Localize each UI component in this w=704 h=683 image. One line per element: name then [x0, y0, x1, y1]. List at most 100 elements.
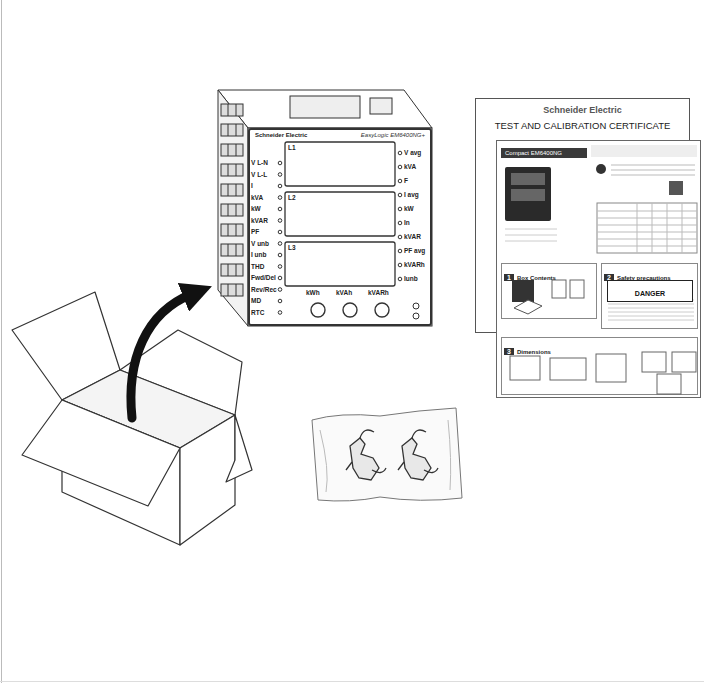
table-col [682, 203, 683, 253]
page-edge [0, 681, 704, 682]
danger-label: DANGER [635, 290, 665, 297]
meter-top-label [370, 98, 392, 114]
parameter-label: kVAR [404, 234, 421, 241]
parameter-label: PF [251, 229, 259, 236]
indicator-led [278, 242, 282, 246]
phase-label: L2 [288, 195, 296, 202]
terminal-block [221, 144, 243, 156]
terminal-divider [236, 184, 237, 196]
indicator-led [398, 151, 402, 155]
qr-code [669, 181, 683, 195]
indicator-led [278, 161, 282, 165]
section-title: Box Contents [517, 275, 556, 281]
dimension-view [642, 352, 666, 372]
unpack-arrow [131, 294, 192, 418]
parameter-label: V L-L [251, 172, 267, 179]
terminal-divider [228, 244, 229, 256]
guide-panel: 1Box Contents [501, 263, 597, 319]
carton [12, 292, 252, 545]
indicator-led [398, 263, 402, 267]
indicator-led [278, 173, 282, 177]
indicator-led [278, 196, 282, 200]
mounting-clip [398, 430, 438, 480]
panel-art [502, 264, 598, 320]
indicator-led [278, 299, 282, 303]
guide-sheet: Compact EM6400NG1Box Contents2Safety pre… [496, 140, 701, 398]
terminal-block [221, 284, 243, 296]
parameter-label: kVA [404, 164, 416, 171]
terminal-divider [236, 284, 237, 296]
indicator-led [398, 235, 402, 239]
parameter-label: PF avg [404, 248, 425, 255]
text-placeholder [608, 320, 694, 321]
carton-flap [22, 400, 180, 506]
indicator-led [398, 221, 402, 225]
terminal-divider [228, 284, 229, 296]
table-col [667, 203, 668, 253]
button-label: kVAh [336, 290, 352, 297]
terminal-divider [228, 164, 229, 176]
clip-hook [346, 430, 386, 473]
indicator-led [278, 276, 282, 280]
parameter-label: kVARh [404, 262, 425, 269]
parameter-label: In [404, 220, 410, 227]
button-label: kWh [306, 290, 320, 297]
bag-outline [312, 408, 462, 501]
parameter-label: RTC [251, 310, 264, 317]
terminal-block [221, 164, 243, 176]
text-placeholder [505, 229, 557, 230]
indicator-led [398, 249, 402, 253]
indicator-led [398, 207, 402, 211]
panel-art [502, 338, 699, 396]
parameter-label: V L-N [251, 160, 268, 167]
certificate-title: TEST AND CALIBRATION CERTIFICATE [479, 120, 686, 131]
indicator-led [278, 230, 282, 234]
indicator-led [278, 253, 282, 257]
terminal-divider [236, 164, 237, 176]
parameter-label: THD [251, 264, 264, 271]
meter-face-ground [248, 128, 432, 326]
indicator-led [278, 219, 282, 223]
clip-hook [398, 430, 438, 473]
parameter-label: kVA [251, 195, 263, 202]
meter-side [218, 90, 248, 326]
brand-logo: Schneider Electric [255, 132, 307, 138]
display-window [285, 242, 395, 286]
dimension-drawings [510, 352, 696, 394]
dimension-view [550, 358, 586, 380]
display-window [285, 142, 395, 186]
meter-top [218, 90, 432, 128]
parameter-label: kW [404, 206, 414, 213]
mounting-clip [346, 430, 386, 480]
section-number: 3 [504, 348, 514, 355]
document-icon [570, 280, 584, 298]
status-led [413, 313, 419, 319]
indicator-led [398, 179, 402, 183]
text-placeholder [611, 170, 695, 171]
meter-face: Schneider ElectricEasyLogic EM6400NG+ [248, 128, 432, 326]
table-col [652, 203, 653, 253]
terminal-block [221, 224, 243, 236]
push-button [343, 303, 357, 317]
guide-panel: 3Dimensions [501, 337, 698, 395]
meter-housing [218, 90, 432, 326]
push-button [311, 303, 325, 317]
indicator-led [278, 184, 282, 188]
terminal-divider [236, 264, 237, 276]
dimension-view [672, 352, 696, 372]
meter-thumbnail [505, 167, 551, 221]
brand-logo: Schneider Electric [479, 105, 686, 115]
terminal-divider [228, 224, 229, 236]
text-placeholder [608, 308, 694, 309]
clip-body [402, 438, 431, 480]
text-placeholder [608, 312, 694, 313]
reference-table [597, 203, 697, 253]
indicator-led [398, 193, 402, 197]
terminal-block [221, 204, 243, 216]
text-placeholder [505, 235, 557, 236]
parameter-label: Iunb [404, 276, 418, 283]
button-label: kVARh [368, 290, 389, 297]
terminal-divider [236, 224, 237, 236]
text-placeholder [611, 175, 695, 176]
